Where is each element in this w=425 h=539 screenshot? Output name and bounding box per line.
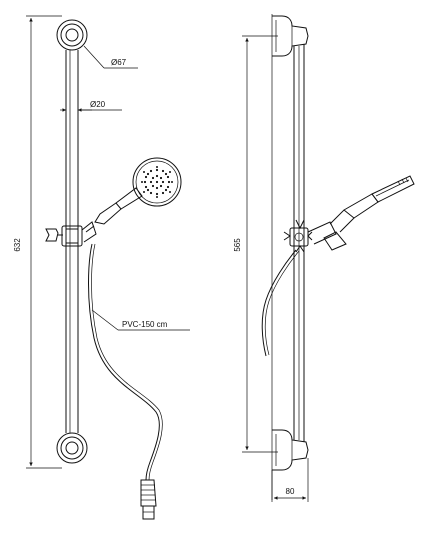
cross-knob: [45, 228, 63, 242]
flange-diameter-leader: Ø67: [83, 45, 138, 69]
handset-holder: [81, 221, 97, 243]
rail-diameter-label: Ø20: [90, 100, 106, 109]
overall-height-label: 632: [13, 238, 22, 252]
overall-height-dimension: 632: [13, 15, 62, 469]
hose-connector: [140, 479, 157, 520]
bottom-side-bracket: [272, 429, 309, 471]
hose-label: PVC-150 cm: [122, 320, 168, 329]
projection-dimension: 80: [271, 458, 309, 502]
slide-rail: [65, 50, 79, 433]
side-slider: [283, 219, 313, 253]
rail-diameter-dimension: Ø20: [60, 100, 122, 112]
mount-distance-label: 565: [233, 238, 242, 252]
hose-label-leader: PVC-150 cm: [91, 309, 190, 331]
bottom-wall-flange: [56, 432, 88, 464]
spray-nozzles: [141, 166, 173, 198]
side-hand-shower: [307, 175, 415, 251]
hand-shower: [94, 157, 182, 225]
flange-diameter-label: Ø67: [111, 58, 127, 67]
hose: [88, 243, 163, 520]
side-rail: [293, 44, 305, 442]
side-view: 565: [233, 14, 415, 502]
slider-bracket: [61, 225, 83, 247]
top-wall-flange: [56, 19, 88, 51]
side-hose: [261, 249, 300, 357]
projection-label: 80: [286, 487, 295, 496]
mount-distance-dimension: 565: [233, 35, 278, 453]
front-view: 632 Ø67 Ø2: [13, 15, 190, 520]
top-side-bracket: [272, 15, 309, 57]
